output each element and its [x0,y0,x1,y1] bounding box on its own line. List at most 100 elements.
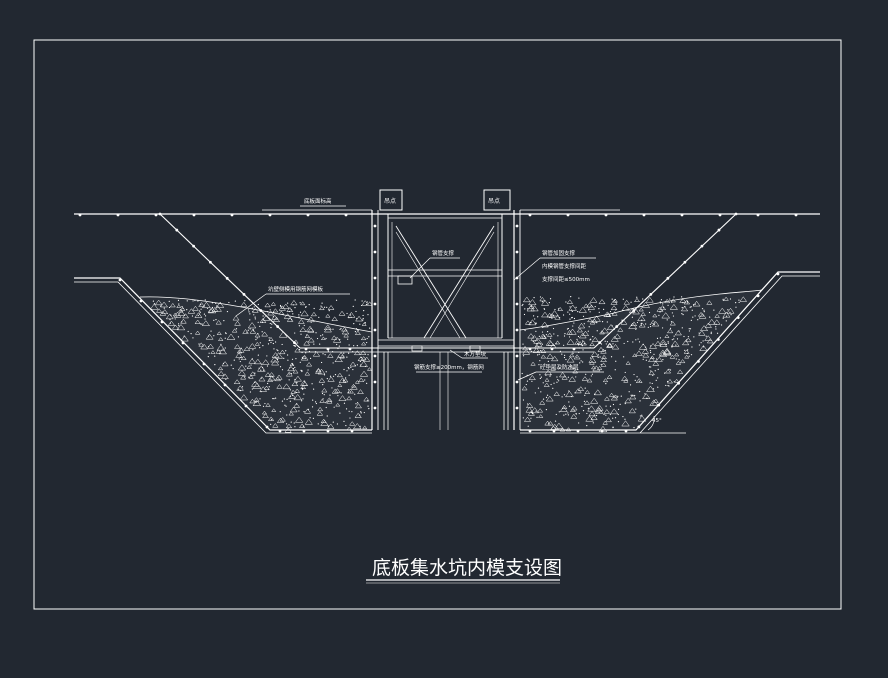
hatch-triangle [279,416,286,422]
rebar-dot [181,341,185,345]
rebar-dot [604,213,608,217]
hatch-dot [200,304,202,306]
hatch-dot [258,367,260,369]
rebar-dot [756,294,760,298]
hatch-dot [522,417,524,419]
hatch-dot [599,356,601,358]
hatch-dot [627,340,629,343]
hatch-dot [583,323,585,325]
hatch-triangle [366,301,373,306]
hatch-dot [659,337,661,339]
hatch-triangle [321,387,328,393]
hatch-triangle [335,402,341,407]
hatch-triangle [540,321,549,328]
hatch-triangle [568,304,578,311]
hatch-dot [553,345,555,347]
hatch-dot [542,382,544,384]
hatch-dot [249,328,251,330]
hatch-dot [586,412,588,415]
hatch-triangle [337,352,346,358]
hatch-triangle [593,389,602,396]
hatch-triangle [559,427,566,432]
hatch-dot [285,405,287,407]
rebar-dot [642,213,646,217]
hatch-dot [693,336,695,338]
hatch-triangle [286,307,294,312]
hatch-triangle [649,399,659,406]
hatch-dot [201,323,203,325]
hatch-dot [606,321,608,323]
hatch-dot [558,411,560,413]
hatch-dot [645,323,647,325]
label-bottom-right: 砼垫层及防水层 [540,363,579,371]
hatch-dot [524,329,526,332]
hatch-dot [303,393,305,395]
hatch-dot [369,327,371,329]
hatch-triangle [338,395,347,401]
hatch-triangle [294,347,301,353]
rebar-dot [209,260,212,264]
hatch-dot [609,310,612,313]
hatch-dot [648,366,651,368]
hatch-triangle [680,306,689,312]
hatch-dot [569,313,571,315]
hatch-triangle [207,307,217,314]
hatch-triangle [307,327,315,333]
hatch-triangle [659,339,668,345]
hatch-dot [271,376,273,378]
hatch-dot [658,314,660,316]
hatch-dot [294,307,296,309]
hatch-dot [603,413,605,415]
hatch-dot [226,310,229,313]
hatch-dot [531,380,533,382]
hatch-triangle [534,341,543,347]
hatch-dot [571,317,573,319]
hatch-triangle [602,378,609,383]
hatch-dot [239,389,242,392]
hatch-dot [535,322,537,324]
hatch-dot [652,388,655,390]
hatch-triangle [294,416,304,423]
hatch-triangle [320,336,326,340]
hatch-dot [343,402,346,404]
hatch-triangle [359,370,369,377]
hatch-dot [549,298,552,300]
hatch-dot [307,408,310,410]
hatch-dot [268,337,270,339]
hatch-triangle [613,333,622,339]
hatch-triangle [528,374,536,381]
hatch-triangle [525,402,534,408]
hatch-dot [672,315,675,317]
hatch-dot [609,405,612,407]
hatch-dot [563,356,566,359]
hatch-dot [662,303,664,305]
hatch-triangle [232,315,240,321]
hatch-dot [649,350,652,352]
hatch-dot [321,302,323,304]
hatch-triangle [149,303,159,310]
hatch-triangle [561,375,568,380]
hatch-dot [688,328,690,330]
hatch-dot [567,311,569,313]
hatch-triangle [698,330,706,336]
hatch-dot [546,394,549,396]
hatch-triangle [194,312,203,318]
hatch-triangle [290,299,298,306]
hatch-triangle [674,330,683,336]
hatch-dot [360,304,363,307]
hatch-dot [621,319,623,321]
hatch-triangle [666,328,674,334]
hatch-dot [358,414,361,416]
hatch-dot [558,367,560,369]
hatch-dot [305,352,307,354]
hatch-triangle [221,361,229,367]
hatch-dot [168,306,171,309]
hatch-triangle [612,298,618,303]
hatch-dot [645,359,647,361]
hatch-triangle [293,375,302,382]
hatch-dot [238,358,240,360]
hatch-dot [538,335,540,337]
hatch-triangle [160,301,169,308]
rebar-dot [600,429,604,433]
hatch-triangle [706,338,714,344]
